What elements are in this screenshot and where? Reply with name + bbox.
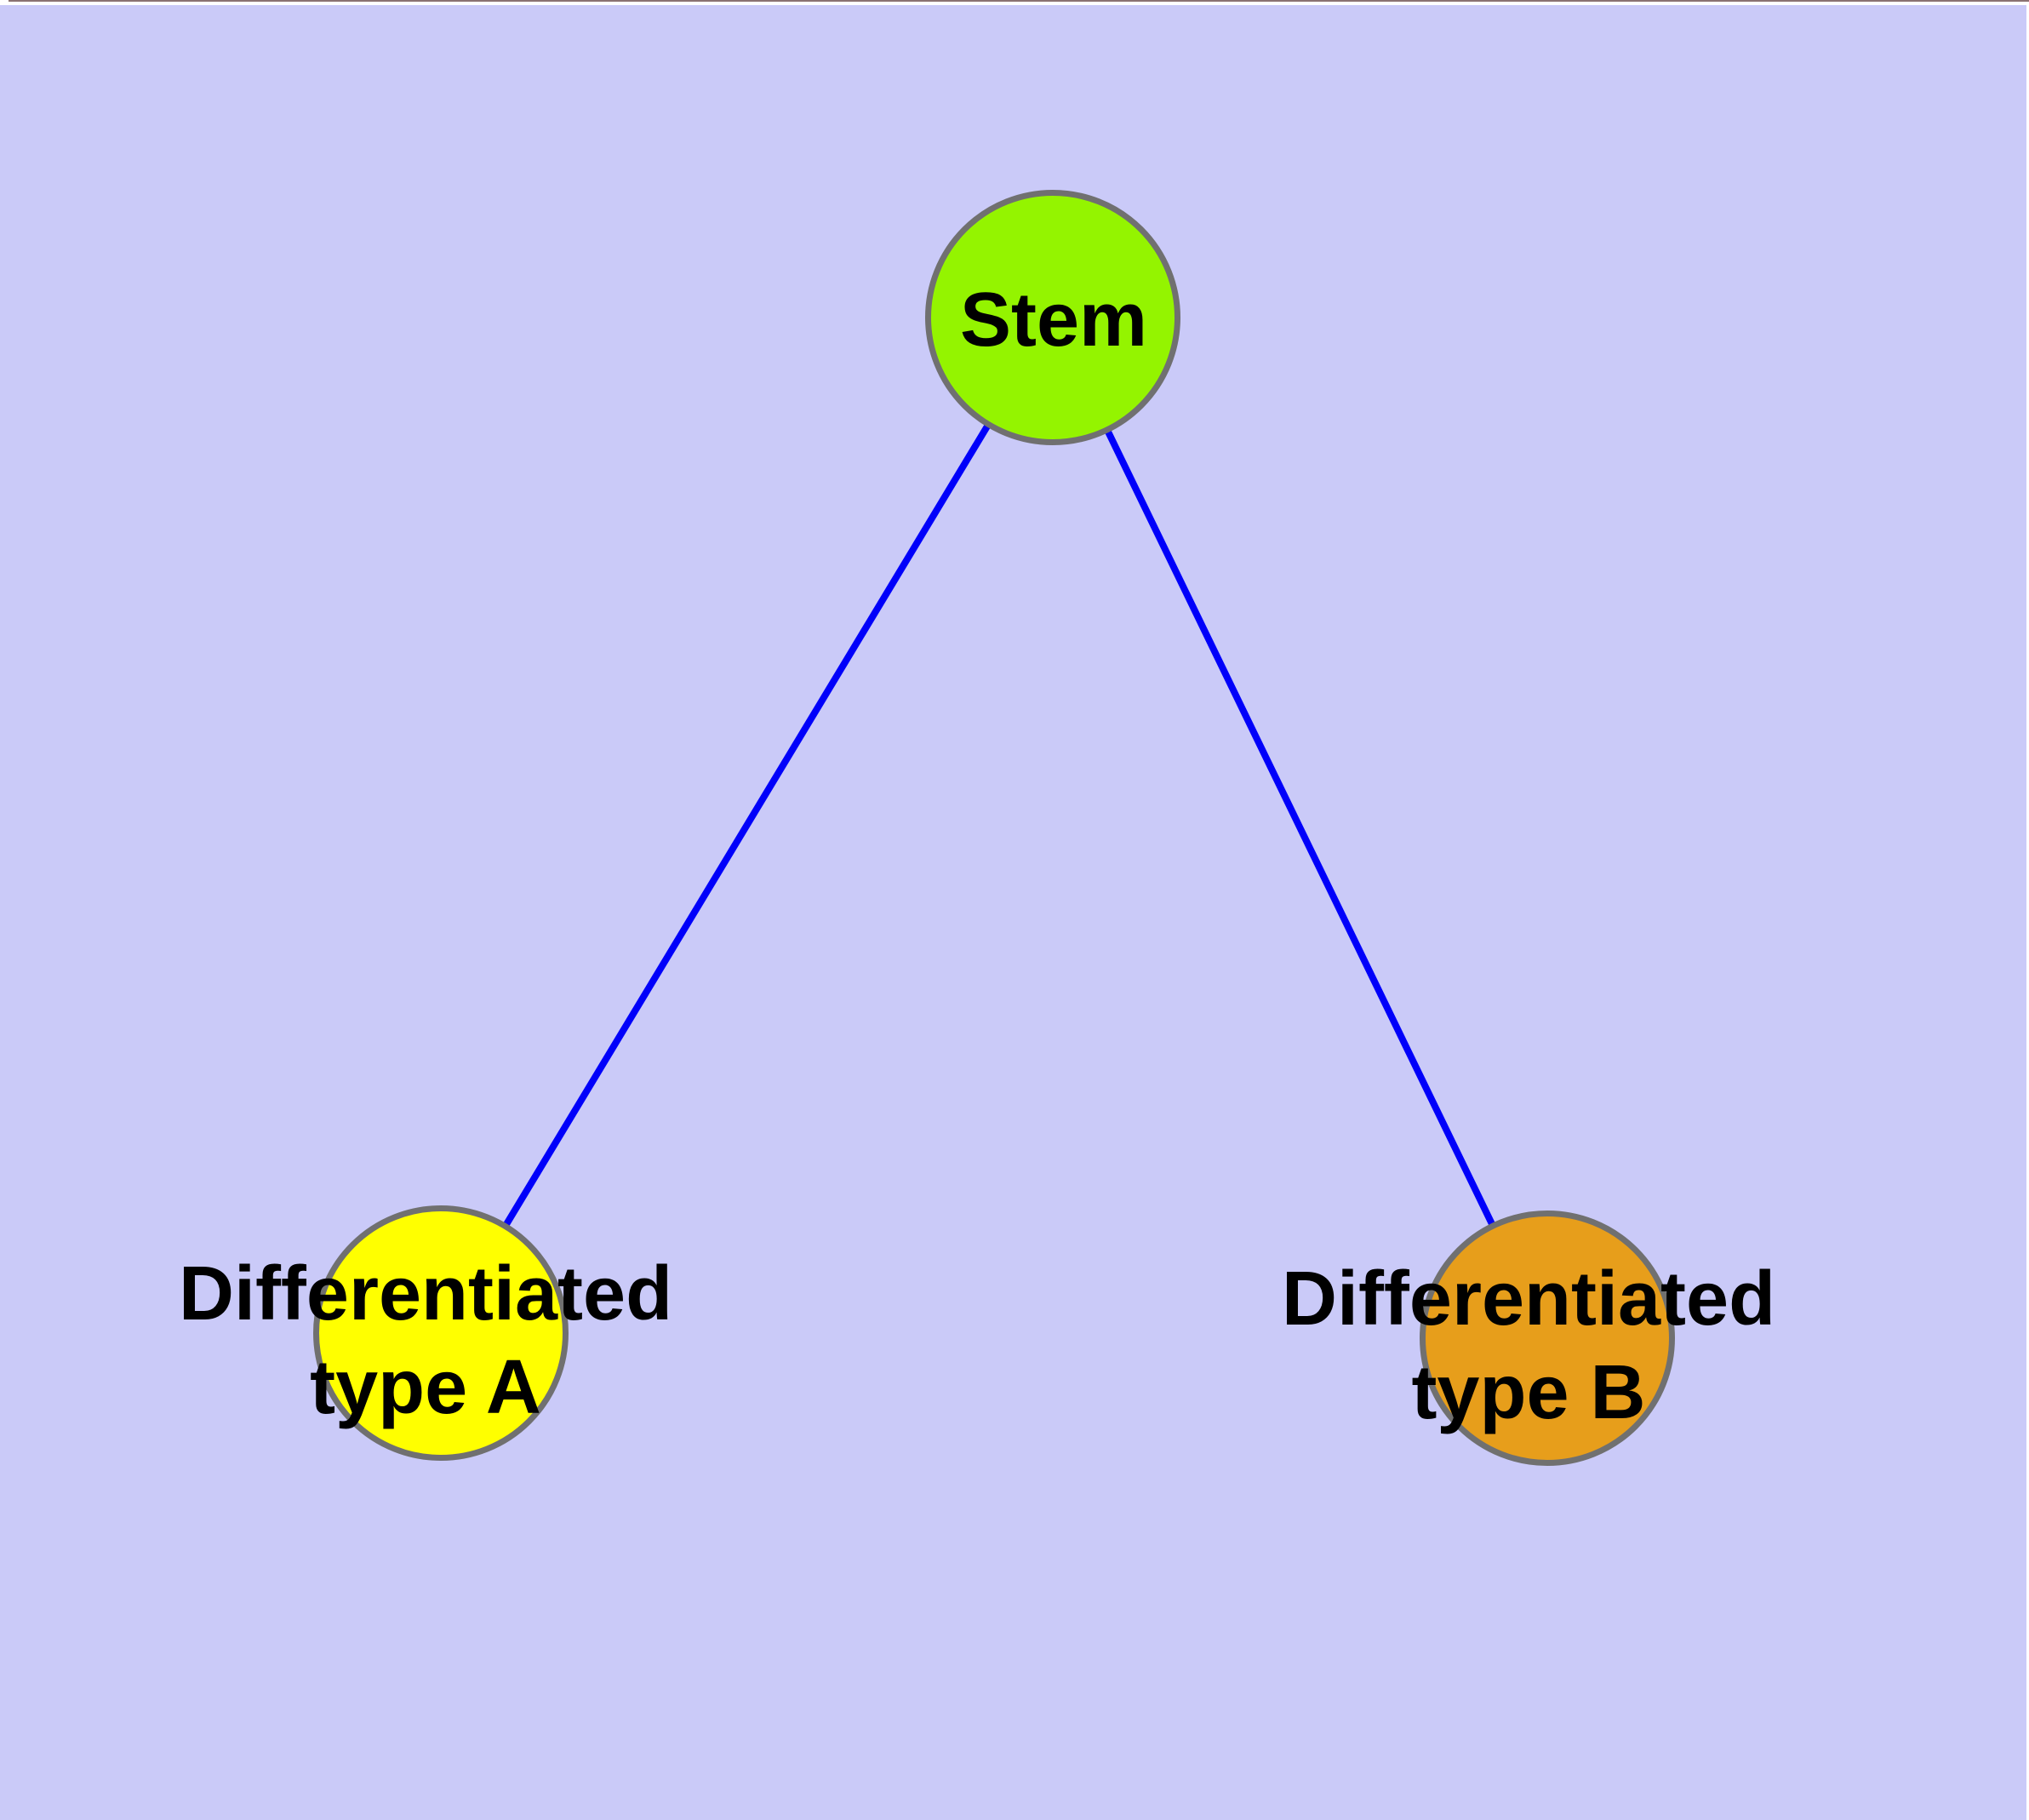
node-type-b[interactable]	[1420, 1210, 1675, 1466]
node-type-a[interactable]	[313, 1205, 569, 1461]
node-stem[interactable]	[925, 190, 1180, 445]
window-top-edge-line	[9, 0, 2029, 2]
